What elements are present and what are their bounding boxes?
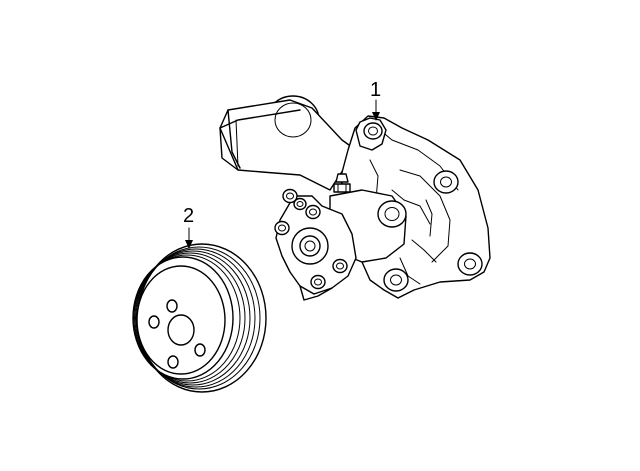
bleed-fitting [333, 173, 351, 193]
callout-1: 1 [370, 79, 381, 121]
callout-2: 2 [183, 205, 194, 249]
water-pump[interactable] [219, 95, 491, 301]
callout-number-1: 1 [370, 79, 381, 101]
bottom-mounting-ear [383, 268, 409, 292]
hub-flange [274, 188, 357, 301]
pulley-bolt-holes [148, 299, 206, 369]
callout-arrow-2 [185, 240, 193, 249]
pulley-grooves [132, 246, 261, 390]
pulley[interactable] [132, 243, 267, 393]
callout-arrow-1 [372, 112, 380, 121]
top-mounting-boss [355, 117, 387, 151]
outlet-pipe [219, 95, 357, 191]
callout-number-2: 2 [183, 205, 194, 227]
right-mounting-ear [433, 170, 459, 194]
pulley-hub-hole [167, 314, 195, 346]
bottom-right-mounting-ear [457, 252, 483, 276]
